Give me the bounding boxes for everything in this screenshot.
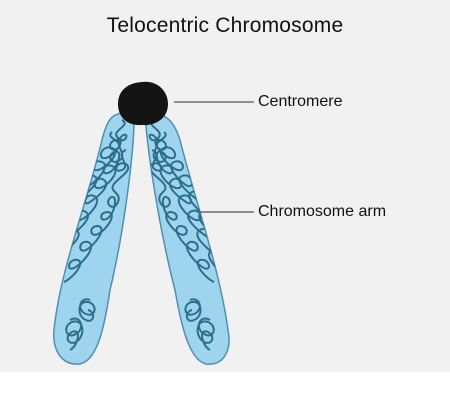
centromere-label: Centromere [258,93,343,110]
left-chromatid [53,111,135,365]
right-chromatid [145,111,230,365]
diagram-title: Telocentric Chromosome [106,14,344,37]
chromosome-arm-label: Chromosome arm [258,203,387,220]
centromere-blob [118,81,168,126]
